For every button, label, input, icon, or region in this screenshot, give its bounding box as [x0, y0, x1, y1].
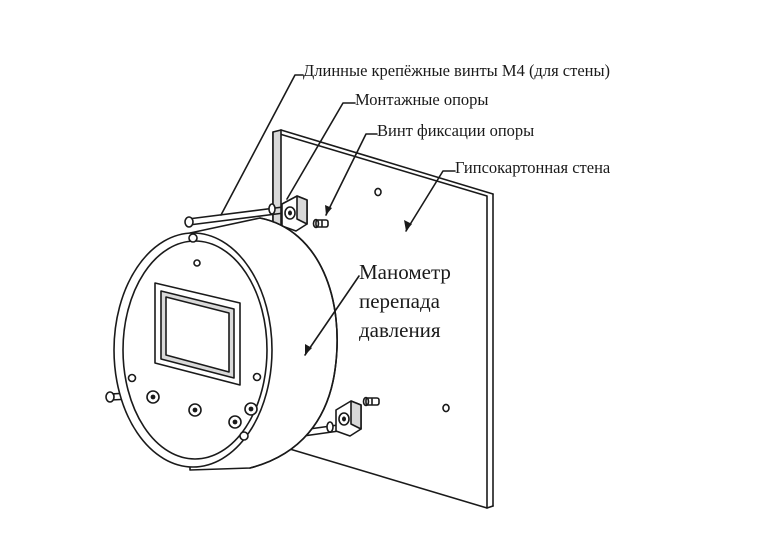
- label-long-screws: Длинные крепёжные винты М4 (для стены): [303, 61, 611, 80]
- fixing-screw-bottom: [362, 396, 380, 407]
- support-fixing-screws: [312, 218, 380, 407]
- label-fix-screw: Винт фиксации опоры: [377, 121, 535, 140]
- label-device-line1: Манометр: [359, 260, 451, 284]
- mounting-support-top: [281, 195, 308, 232]
- label-mount-supports: Монтажные опоры: [355, 90, 489, 109]
- label-device-line3: давления: [359, 318, 441, 342]
- mounting-support-bottom: [335, 400, 362, 437]
- label-device: Манометр перепада давления: [359, 258, 451, 345]
- label-wall: Гипсокартонная стена: [455, 158, 611, 177]
- label-device-line2: перепада: [359, 289, 440, 313]
- pressure-gauge: [113, 217, 338, 471]
- long-screw-top: [184, 203, 285, 228]
- arrowheads: [305, 205, 412, 355]
- gauge-buttons: [146, 390, 258, 429]
- leader-lines: [220, 74, 456, 356]
- fixing-screw-top: [312, 218, 329, 229]
- mounting-supports: [281, 195, 362, 437]
